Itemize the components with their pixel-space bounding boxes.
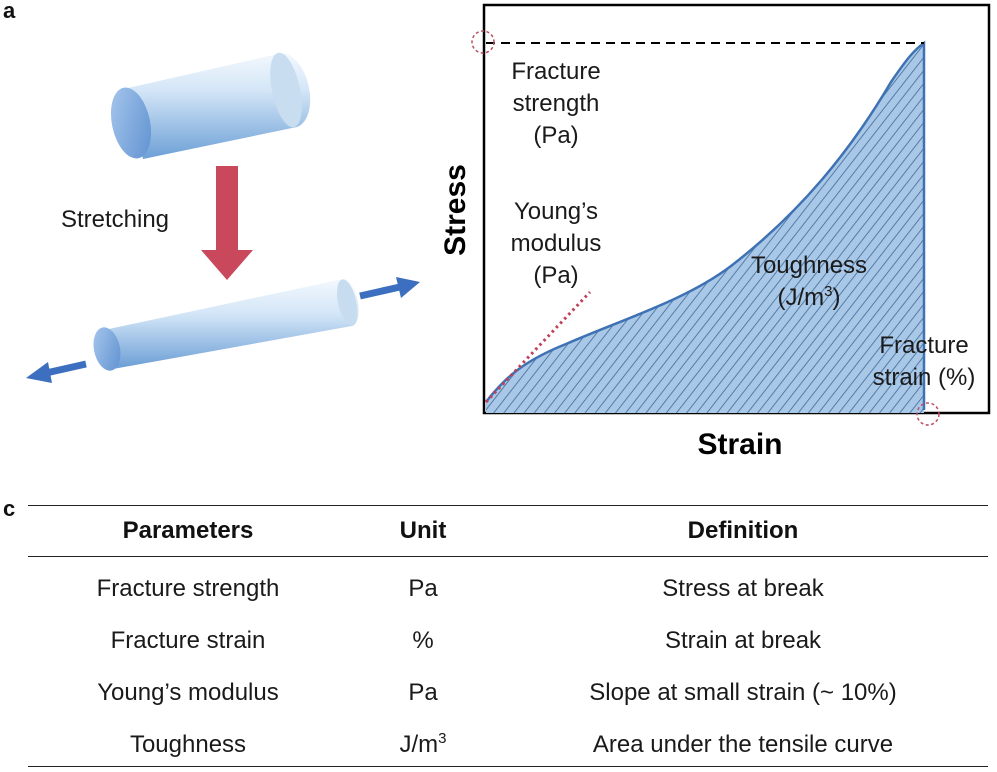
- toughness-area: [486, 43, 924, 413]
- table-row: Fracture strength Pa Stress at break: [28, 557, 988, 616]
- fracture-strength-marker: [471, 30, 495, 54]
- table-row: Toughness J/m3 Area under the tensile cu…: [28, 719, 988, 771]
- youngs-modulus-line: [484, 290, 592, 404]
- fracture-strain-marker: [916, 402, 940, 426]
- stretching-label: Stretching: [60, 206, 170, 233]
- cell-definition: Area under the tensile curve: [592, 731, 894, 758]
- stress-strain-chart: [471, 3, 991, 426]
- header-definition: Definition: [687, 517, 799, 544]
- toughness-annotation: Toughness (J/m3): [750, 252, 868, 311]
- parameters-table: Parameters Unit Definition Fracture stre…: [28, 506, 988, 771]
- fracture-strength-annotation: Fracture strength (Pa): [511, 58, 601, 149]
- cell-definition: Slope at small strain (~ 10%): [589, 679, 897, 706]
- cell-parameter: Fracture strength: [96, 575, 280, 602]
- table-bottom-rule: [28, 766, 988, 767]
- stretch-down-arrow: [201, 166, 253, 280]
- table-header-row: Parameters Unit Definition: [28, 506, 988, 557]
- y-axis-title: Stress: [439, 164, 472, 256]
- panel-letter-a: a: [3, 0, 16, 23]
- cell-parameter: Fracture strain: [110, 627, 266, 654]
- cell-definition: Strain at break: [664, 627, 822, 654]
- header-parameters: Parameters: [122, 517, 254, 544]
- stretching-illustration: [26, 52, 420, 383]
- cylinder-after: [93, 279, 359, 371]
- cell-definition: Stress at break: [662, 575, 824, 602]
- cell-unit: J/m3: [399, 730, 447, 758]
- pull-right-arrow: [359, 277, 420, 300]
- x-axis-title: Strain: [697, 428, 783, 461]
- cell-parameter: Toughness: [129, 731, 247, 758]
- cell-parameter: Young’s modulus: [97, 679, 279, 706]
- table-top-rule: [28, 505, 988, 506]
- youngs-modulus-annotation: Young’s modulus (Pa): [510, 198, 602, 289]
- stress-strain-curve: [485, 40, 926, 410]
- header-unit: Unit: [399, 517, 447, 544]
- table-row: Fracture strain % Strain at break: [28, 615, 988, 667]
- cylinder-before: [110, 52, 311, 159]
- panel-letter-c: c: [3, 496, 16, 521]
- pull-left-arrow: [26, 360, 87, 383]
- cell-unit: Pa: [408, 679, 438, 706]
- cell-unit: Pa: [408, 575, 438, 602]
- table-row: Young’s modulus Pa Slope at small strain…: [28, 667, 988, 719]
- cell-unit: %: [412, 627, 434, 654]
- fracture-strain-annotation: Fracture strain (%): [872, 332, 976, 391]
